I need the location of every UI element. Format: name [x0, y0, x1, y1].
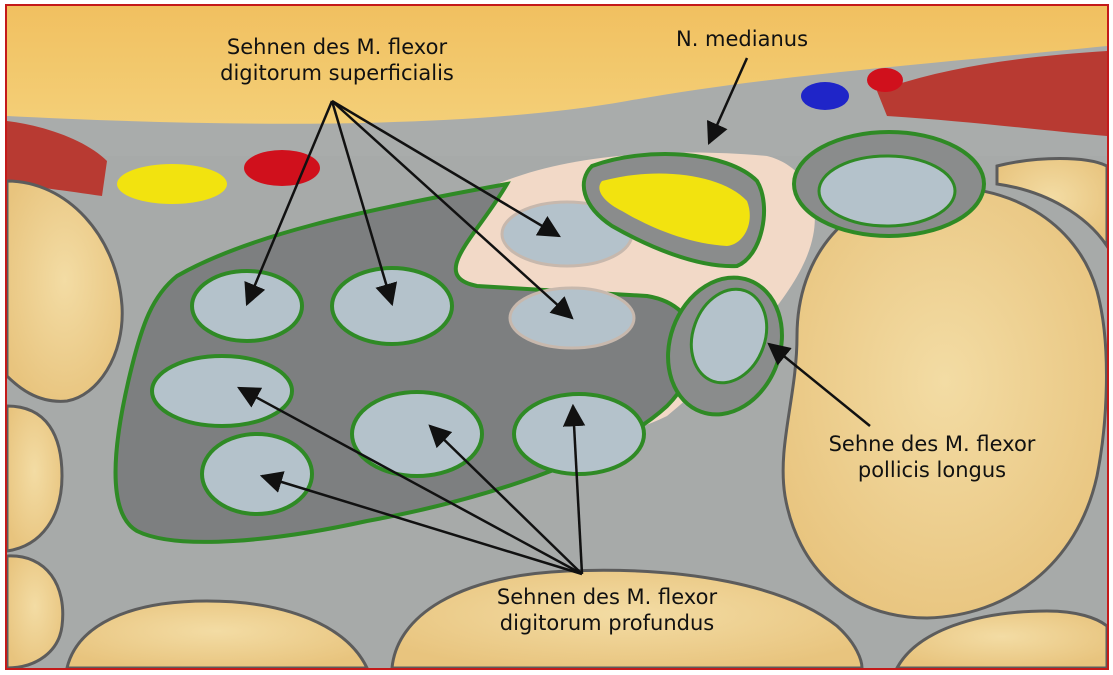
label-fds: Sehnen des M. flexor digitorum superfici… — [207, 34, 467, 86]
fds-tendon-1 — [192, 271, 302, 341]
label-fdp-line1: Sehnen des M. flexor — [482, 584, 732, 610]
fdp-tendon-1 — [152, 356, 292, 426]
bone-right-large — [783, 187, 1106, 618]
label-fpl-line2: pollicis longus — [812, 457, 1052, 483]
carpal-tunnel-illustration — [7, 6, 1107, 668]
fdp-tendon-4 — [514, 394, 644, 474]
fdp-tendon-2 — [202, 434, 312, 514]
label-median-text: N. medianus — [657, 26, 827, 52]
label-fpl-line1: Sehne des M. flexor — [812, 431, 1052, 457]
diagram-frame: Sehnen des M. flexor digitorum superfici… — [5, 4, 1109, 670]
right-tendon — [819, 156, 955, 226]
label-fdp-line2: digitorum profundus — [482, 610, 732, 636]
fdp-tendon-3 — [352, 392, 482, 476]
label-fds-line1: Sehnen des M. flexor — [207, 34, 467, 60]
label-fpl: Sehne des M. flexor pollicis longus — [812, 431, 1052, 483]
label-fdp: Sehnen des M. flexor digitorum profundus — [482, 584, 732, 636]
ulnar-nerve — [117, 164, 227, 204]
label-median: N. medianus — [657, 26, 827, 52]
radial-artery — [867, 68, 903, 92]
fds-tendon-2 — [332, 268, 452, 344]
label-fds-line2: digitorum superficialis — [207, 60, 467, 86]
vein — [801, 82, 849, 110]
